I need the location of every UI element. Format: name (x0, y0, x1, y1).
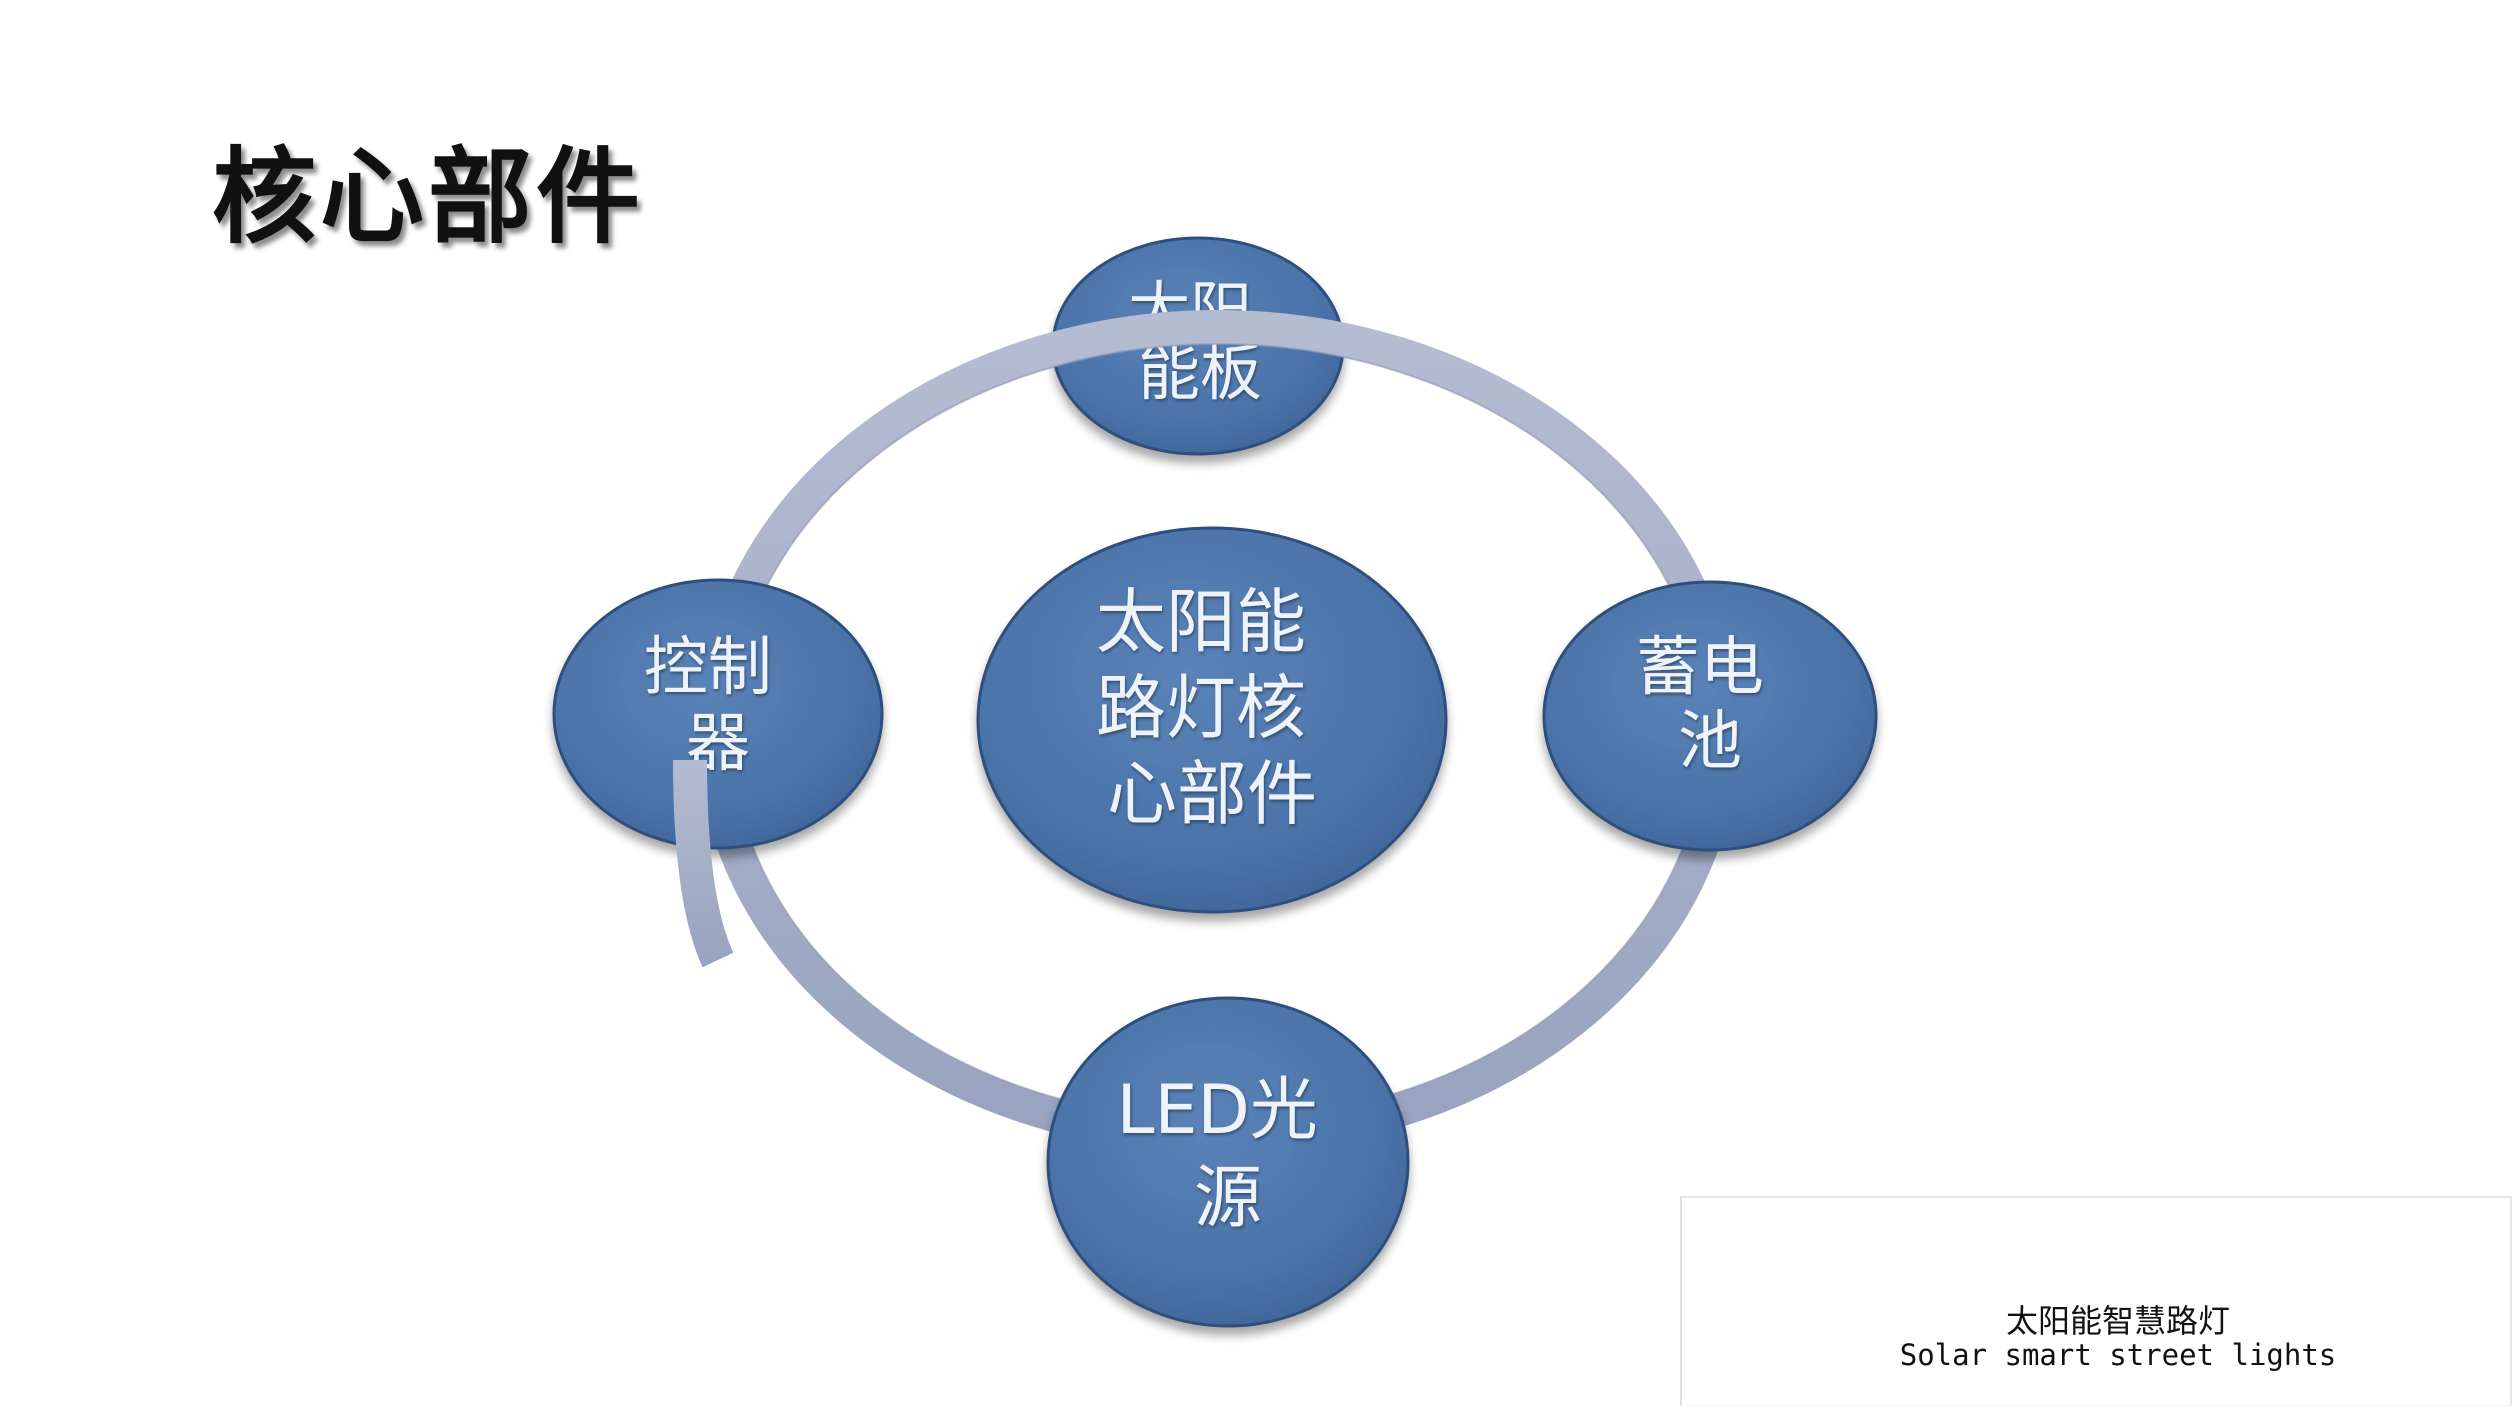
node-battery-line-2: 池 (1678, 705, 1742, 779)
node-controller: 控制 器 (552, 578, 884, 850)
node-battery: 蓄电 池 (1542, 580, 1878, 852)
node-led-light-line-2: 源 (1194, 1159, 1262, 1238)
svg-text:太阳能 路灯核 心部件: 太阳能 路灯核 心部件 (1096, 581, 1328, 835)
center-line-1: 太阳能 (1096, 581, 1306, 663)
footer-title-en: Solar smart street lights (1899, 1338, 2337, 1372)
footer-title-zh: 太阳能智慧路灯 (2005, 1302, 2230, 1340)
node-led-light-line-1: LED光 (1117, 1071, 1318, 1150)
center-line-2: 路灯核 (1096, 667, 1306, 749)
node-led-light-shape (1046, 996, 1410, 1328)
slide-title: 核心部件 (212, 135, 645, 258)
node-battery-shape (1542, 580, 1878, 852)
node-led-light: LED光 源 (1046, 996, 1410, 1328)
node-controller-line-1: 控制 (644, 631, 772, 705)
svg-text:LED光 源: LED光 源 (1117, 1071, 1340, 1238)
center-line-3: 心部件 (1107, 753, 1317, 835)
footer-label-box: 太阳能智慧路灯 Solar smart street lights (1680, 1196, 2512, 1406)
svg-text:蓄电 池: 蓄电 池 (1636, 631, 1784, 779)
node-battery-line-1: 蓄电 (1636, 631, 1764, 705)
node-center: 太阳能 路灯核 心部件 (976, 526, 1448, 914)
node-controller-shape (552, 578, 884, 850)
node-center-shape (976, 526, 1448, 914)
ring-front-left (673, 759, 734, 968)
